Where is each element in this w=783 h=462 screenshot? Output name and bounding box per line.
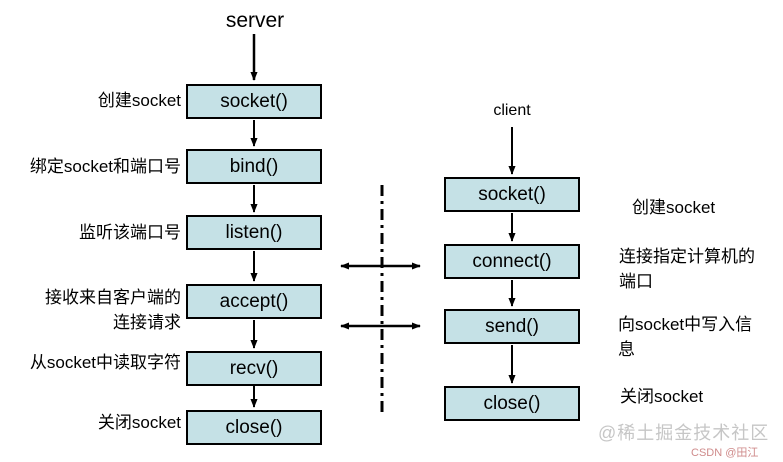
client-annotation-connect: 连接指定计算机的 端口 <box>619 247 755 291</box>
client-box-close: close() <box>444 386 580 421</box>
client-box-send: send() <box>444 309 580 344</box>
server-box-socket: socket() <box>186 84 322 119</box>
server-annotation-socket: 创建socket <box>97 91 181 110</box>
server-title: server <box>225 9 285 32</box>
csdn-watermark: CSDN @田江 <box>691 447 759 459</box>
server-annotation-recv: 从socket中读取字符 <box>29 353 181 372</box>
client-annotation-socket: 创建socket <box>632 198 716 217</box>
server-box-bind: bind() <box>186 149 322 184</box>
server-annotation-bind: 绑定socket和端口号 <box>29 157 181 176</box>
server-box-close: close() <box>186 410 322 445</box>
server-box-accept: accept() <box>186 284 322 319</box>
client-title: client <box>493 102 531 119</box>
client-box-socket: socket() <box>444 177 580 212</box>
server-annotation-accept: 接收来自客户端的 连接请求 <box>45 288 181 332</box>
client-annotation-send: 向socket中写入信 息 <box>618 315 753 359</box>
server-annotation-close: 关闭socket <box>97 413 181 432</box>
server-box-listen: listen() <box>186 215 322 250</box>
juejin-watermark: @稀土掘金技术社区 <box>598 423 770 443</box>
server-box-recv: recv() <box>186 351 322 386</box>
client-box-connect: connect() <box>444 244 580 279</box>
server-annotation-listen: 监听该端口号 <box>79 223 181 242</box>
client-annotation-close: 关闭socket <box>620 387 704 406</box>
